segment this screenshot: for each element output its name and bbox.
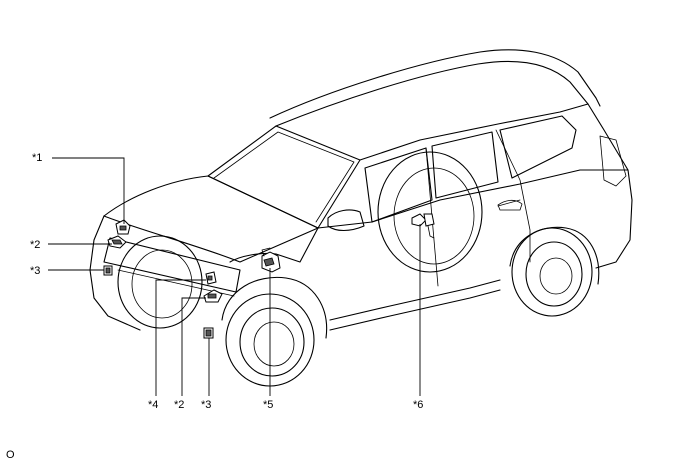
part-3-bottom: [203, 327, 214, 339]
part-5: [261, 247, 281, 273]
figure-code: O: [6, 449, 15, 461]
part-3-left: [103, 265, 113, 276]
part-2-bottom: [203, 289, 223, 303]
part-4: [205, 271, 217, 285]
component-parts: [103, 213, 435, 339]
vehicle-outline: [89, 49, 633, 387]
callout-1: *1: [32, 152, 42, 164]
leader-1: [52, 157, 125, 224]
callout-2-left: *2: [30, 239, 40, 251]
callout-4: *4: [148, 399, 158, 411]
leader-lines: [48, 157, 421, 396]
part-2-left: [107, 235, 127, 249]
callout-5: *5: [263, 399, 273, 411]
callout-6: *6: [413, 399, 423, 411]
callout-labels: *1 *2 *3 *4 *2 *3 *5 *6 O: [6, 152, 423, 461]
callout-3-left: *3: [30, 265, 40, 277]
leader-2-bottom: [181, 297, 206, 396]
leader-4: [155, 279, 206, 396]
part-1: [115, 219, 131, 235]
callout-2-bottom: *2: [174, 399, 184, 411]
part-6: [411, 213, 435, 239]
callout-3-bottom: *3: [201, 399, 211, 411]
